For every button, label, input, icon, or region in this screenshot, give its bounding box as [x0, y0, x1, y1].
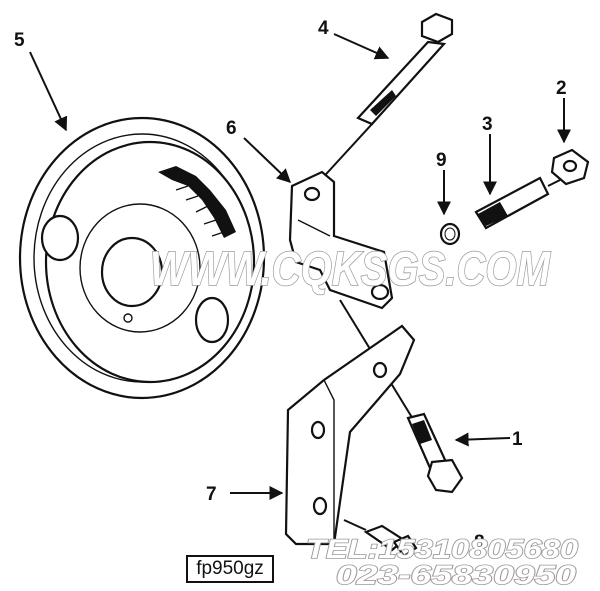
callout-1: 1: [512, 429, 523, 450]
watermark-alt-phone: 023-65830950: [336, 560, 576, 590]
leader-arrow-5: [29, 51, 68, 132]
callout-5: 5: [14, 30, 25, 51]
ring-part: [439, 222, 461, 246]
leader-arrow-6: [243, 137, 292, 183]
lower-bracket-part: [284, 324, 416, 546]
leader-arrow-1: [454, 432, 511, 447]
figure-id-label: fp950gz: [186, 555, 274, 583]
gear-part: [18, 116, 266, 400]
callout-3: 3: [482, 114, 493, 135]
callout-6: 6: [226, 118, 237, 139]
upper-bracket-part: [288, 170, 394, 310]
watermark-phone: TEL:15310805680: [306, 534, 578, 564]
callout-9: 9: [436, 150, 447, 171]
stud-part: [474, 176, 561, 230]
callout-8: 8: [474, 532, 485, 553]
small-screw-part: [343, 519, 418, 558]
leader-arrow-4: [333, 33, 390, 60]
nut-part: [550, 148, 590, 186]
long-bolt-part: [305, 12, 454, 425]
callout-4: 4: [318, 18, 329, 39]
callout-7: 7: [206, 484, 217, 505]
callout-2: 2: [556, 78, 567, 99]
watermark-site: WWW.CQKSGS.COM: [150, 243, 551, 296]
short-bolt-part: [406, 412, 464, 494]
